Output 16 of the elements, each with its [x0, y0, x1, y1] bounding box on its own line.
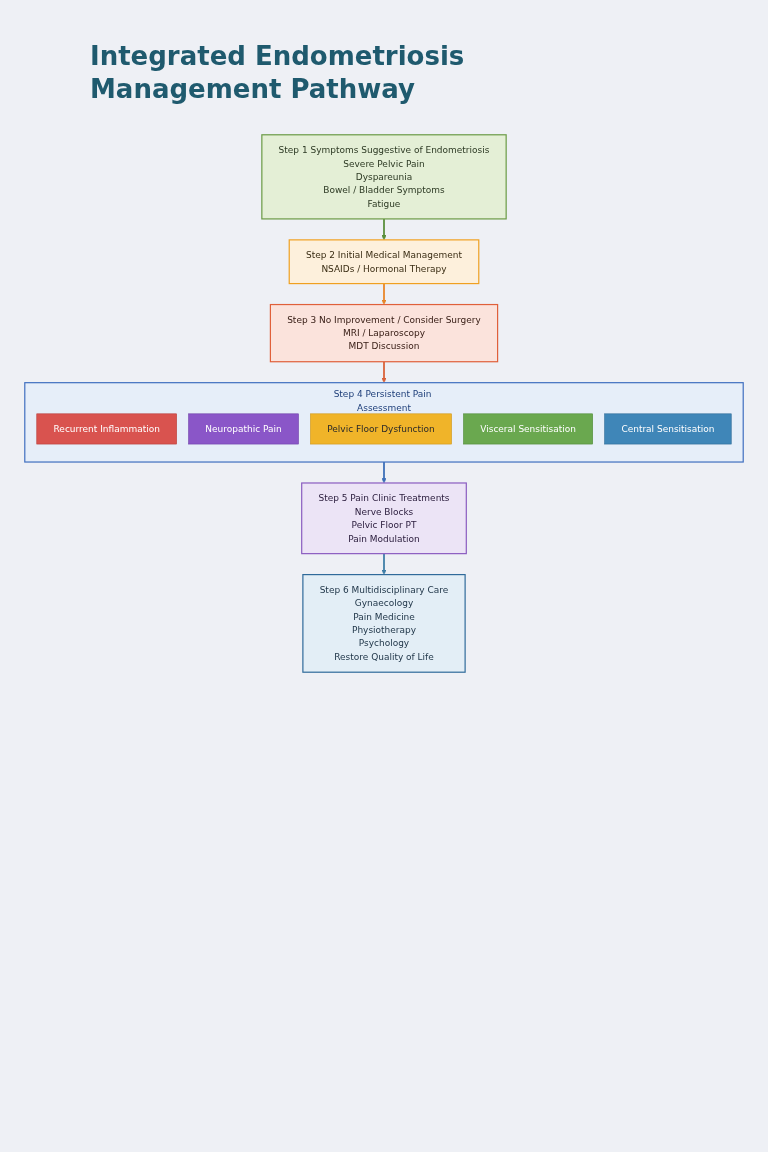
arrow — [381, 461, 387, 484]
arrow — [381, 218, 387, 241]
node-box: Step 6 Multidisciplinary Care Gynaecology Pain Medicine Physiotherapy Psychology Restore Quality of Life — [302, 574, 466, 673]
node-box: Step 5 Pain Clinic Treatments Nerve Blocks Pelvic Floor PT Pain Modulation — [301, 482, 467, 555]
arrow — [381, 360, 387, 383]
node-box: Neuropathic Pain — [188, 413, 299, 445]
node-box: Visceral Sensitisation — [463, 413, 593, 445]
node-box: Pelvic Floor Dysfunction — [310, 413, 452, 445]
node-box: Step 2 Initial Medical Management NSAIDs / Hormonal Therapy — [288, 239, 480, 285]
node-box: Recurrent Inflammation — [36, 413, 177, 445]
node-box: Step 1 Symptoms Suggestive of Endometriosis Severe Pelvic Pain Dyspareunia Bowel / Bladder Symptoms Fatigue — [261, 134, 507, 220]
title: Integrated Endometriosis Management Pathway — [90, 40, 466, 105]
arrow — [381, 282, 387, 305]
arrow — [381, 552, 387, 575]
node-box: Step 3 No Improvement / Consider Surgery MRI / Laparoscopy MDT Discussion — [269, 303, 499, 363]
node-box: Central Sensitisation — [604, 413, 732, 445]
